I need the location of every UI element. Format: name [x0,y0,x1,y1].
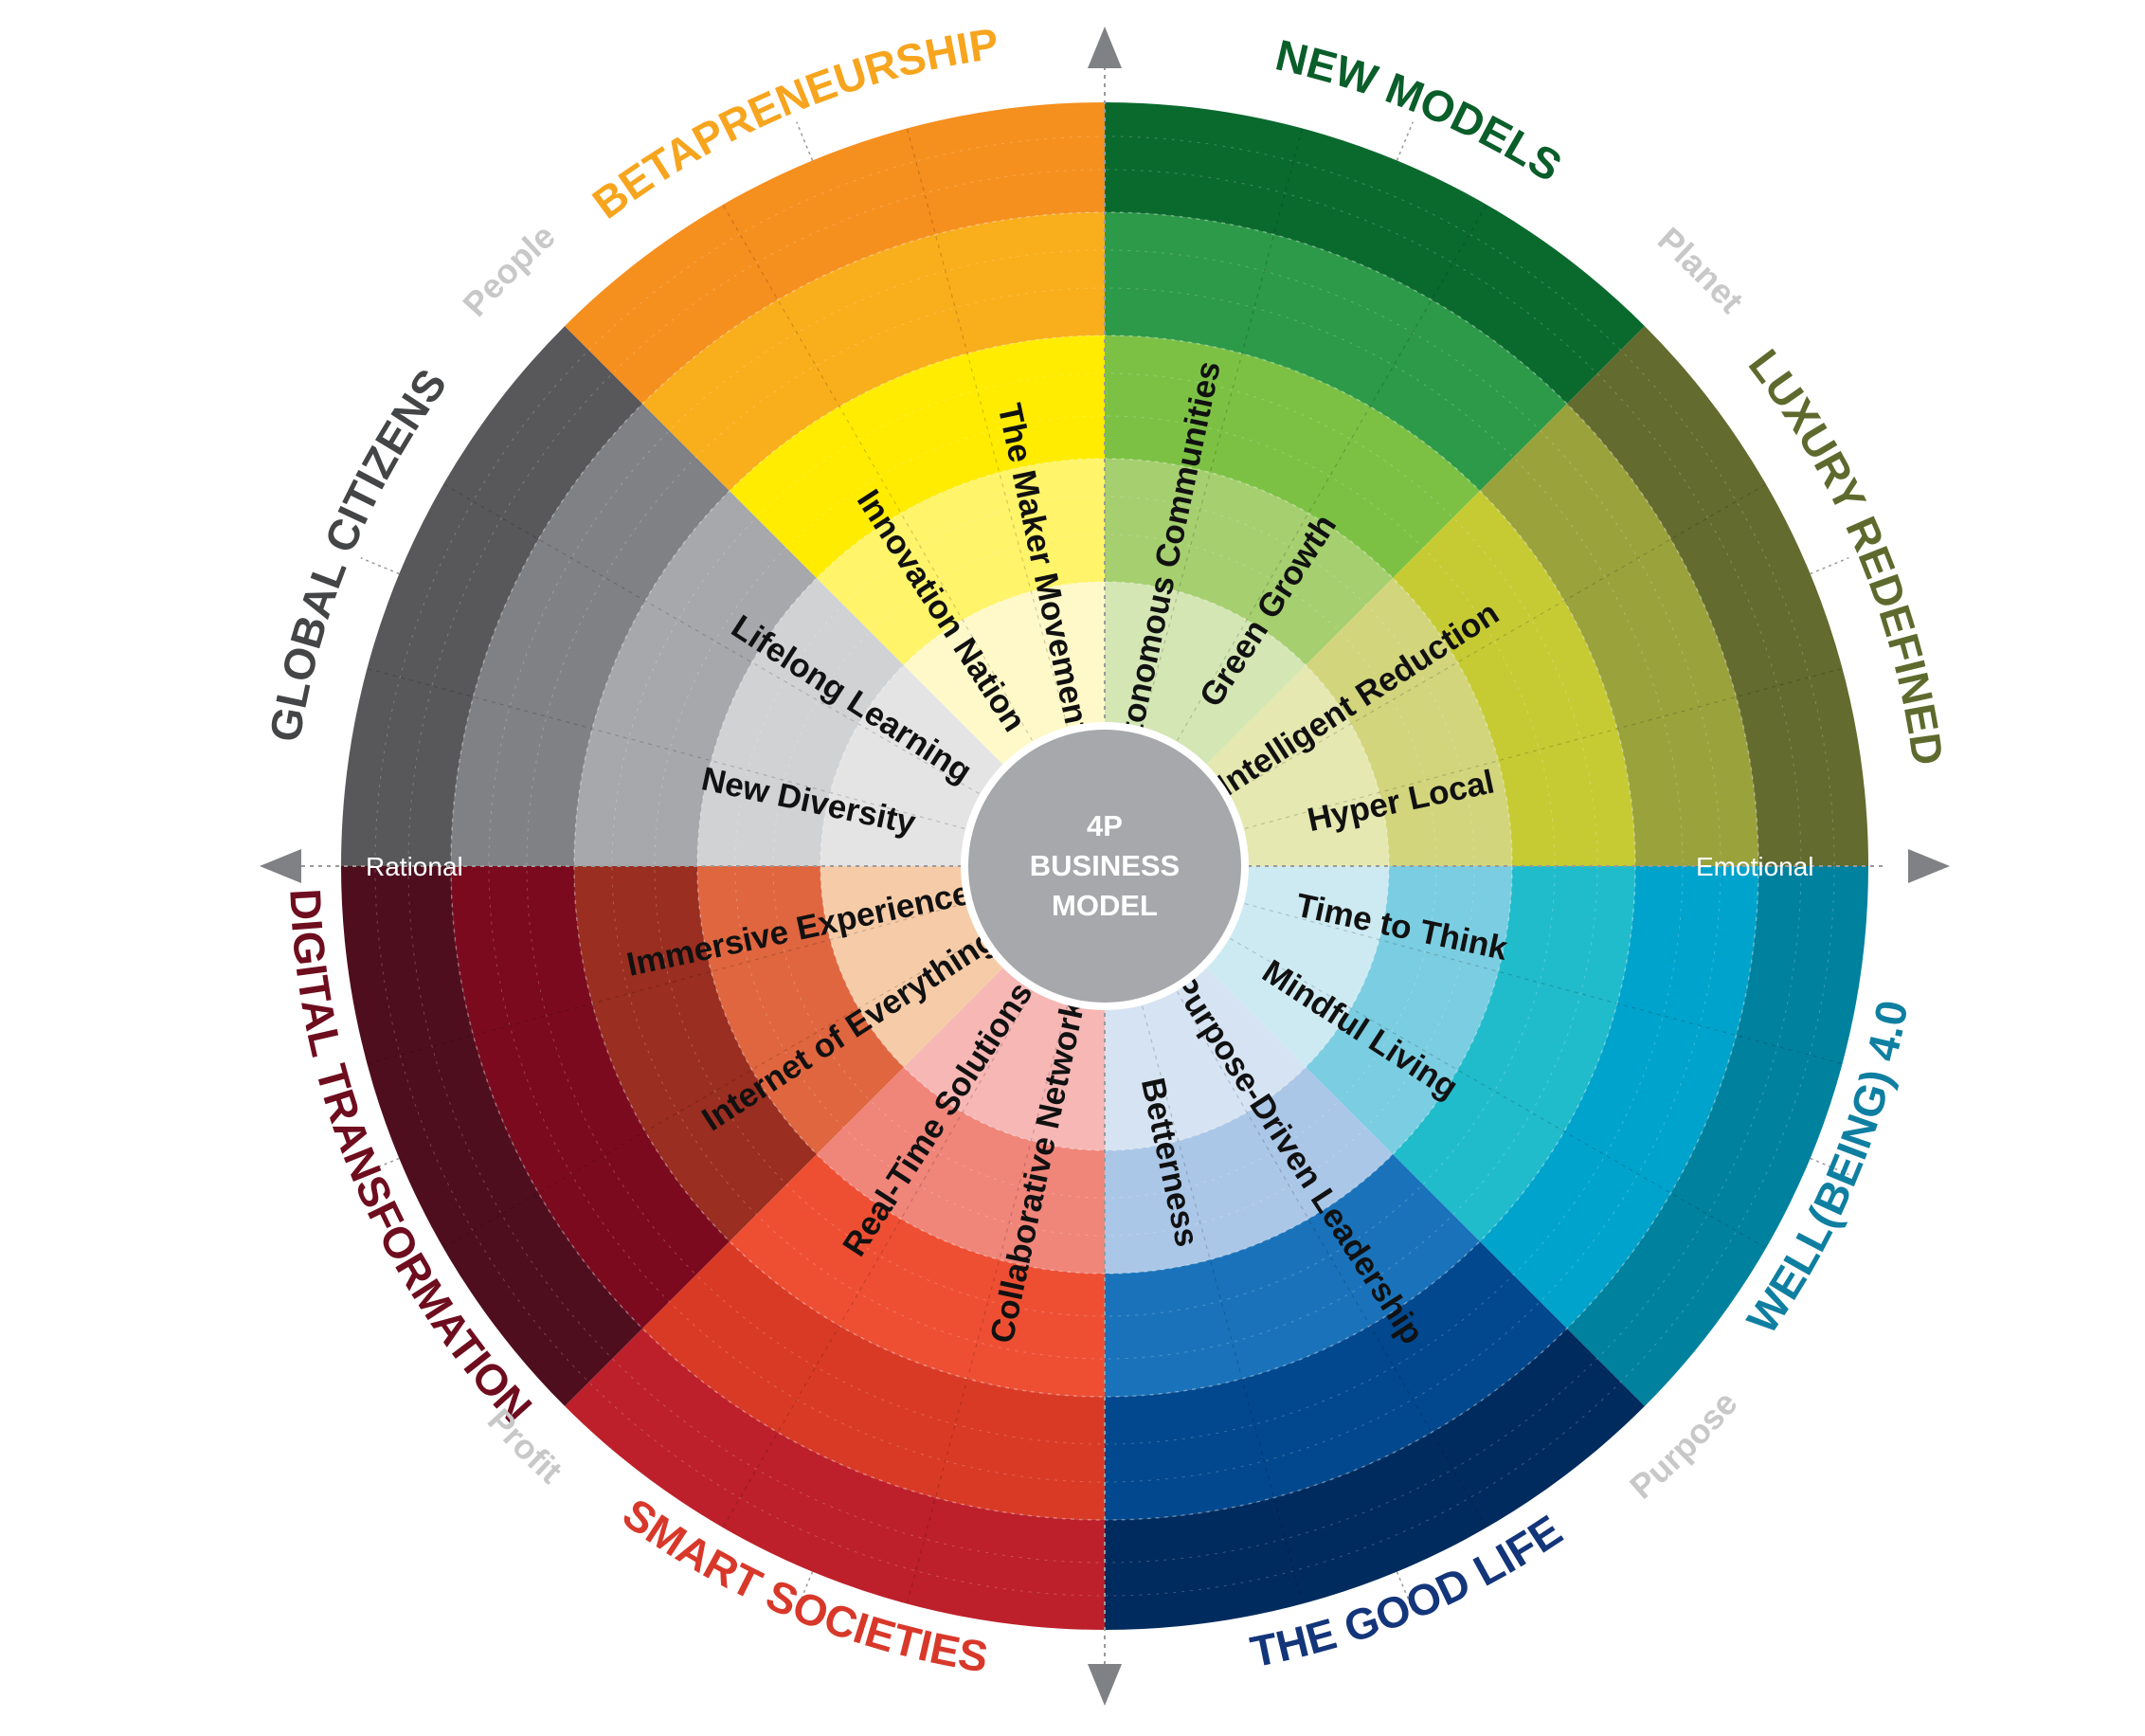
center-hub-disc [968,730,1241,1003]
arrow-right-icon [1908,849,1950,883]
sector-smart-societies-ring-1 [903,962,1105,1150]
sector-the-good-life-ring-3 [1105,1154,1480,1397]
sector-well-being-4-0-ring-5 [1566,866,1868,1406]
center-label-line-2: BUSINESS [1030,849,1180,882]
tick-mark [1810,1157,1849,1175]
sector-global-citizens-ring-5 [341,326,643,866]
axis-label-rational: Rational [366,852,463,881]
tick-mark [1396,121,1414,161]
sector-well-being-4-0-ring-2 [1306,866,1512,1155]
sector-new-models [1105,102,1645,770]
axis-arrows [260,27,1950,1706]
grid-spoke [1172,204,1487,749]
sector-new-models-ring-1 [1105,582,1307,770]
tick-mark [796,121,814,161]
sector-luxury-redefined-ring-1 [1200,664,1389,866]
sector-global-citizens-ring-3 [574,491,817,866]
sector-the-good-life [1105,962,1645,1630]
sector-digital-transformation-ring-4 [451,866,730,1329]
sector-global-citizens [341,326,1009,866]
grid-spoke [1222,933,1767,1249]
grid-spoke [1172,984,1487,1528]
grid-spoke [722,984,1037,1528]
sector-layer [341,102,1868,1630]
sector-smart-societies-ring-5 [565,1328,1105,1630]
sector-luxury-redefined-ring-3 [1393,491,1635,866]
axis-label-emotional: Emotional [1696,852,1814,881]
sector-the-good-life-ring-5 [1105,1328,1645,1630]
center-hub: 4P BUSINESS MODEL [961,722,1249,1010]
sector-digital-transformation [341,866,1009,1406]
center-label-line-1: 4P [1087,809,1123,842]
sector-new-models-ring-2 [1105,459,1394,665]
sector-global-citizens-ring-2 [697,577,904,866]
tick-mark [1396,1571,1414,1611]
sector-well-being-4-0-ring-4 [1479,866,1758,1329]
sector-luxury-redefined-ring-5 [1566,326,1868,866]
arrow-up-icon [1088,27,1122,68]
quadrant-label-top-right: Planet [1650,220,1751,320]
sector-new-models-ring-5 [1105,102,1645,405]
tick-mark [1810,557,1849,575]
sector-betapreneurship [565,102,1105,770]
grid-spoke [1222,483,1767,799]
grid-spoke [906,128,1071,735]
axis-labels: Rational Emotional [366,852,1814,881]
tick-mark [796,1571,814,1611]
grid-spoke [906,997,1071,1604]
grid-spoke [442,933,987,1249]
arrow-down-icon [1088,1664,1122,1706]
grid-spoke [367,900,974,1065]
sector-digital-transformation-ring-5 [341,866,643,1406]
sector-well-being-4-0-ring-3 [1393,866,1636,1241]
arrow-left-icon [260,849,301,883]
sector-new-models-ring-4 [1105,212,1567,492]
sector-smart-societies-ring-4 [642,1240,1105,1520]
sector-the-good-life-ring-2 [1105,1067,1394,1275]
tick-mark [360,557,400,575]
sector-digital-transformation-ring-1 [820,866,1009,1068]
sector-global-citizens-ring-4 [451,404,730,866]
grid-spoke [722,204,1037,749]
sector-the-good-life-ring-4 [1105,1240,1567,1520]
center-label-line-3: MODEL [1052,889,1158,922]
sector-luxury-redefined-ring-4 [1479,404,1758,866]
grid-spoke [1139,128,1304,735]
grid-spoke [1235,900,1843,1065]
sector-betapreneurship-ring-4 [642,212,1105,492]
grid-spoke [442,483,987,799]
grid-spoke [1235,667,1843,832]
sector-digital-transformation-ring-3 [574,866,817,1241]
sector-the-good-life-ring-1 [1105,962,1307,1150]
sector-luxury-redefined-ring-2 [1306,577,1512,866]
sector-new-models-ring-3 [1105,335,1480,578]
sector-smart-societies [565,962,1105,1630]
grid-spoke [367,667,974,832]
quadrant-label-top-left: People [455,216,562,323]
tick-mark [360,1157,400,1175]
sector-luxury-redefined [1200,326,1868,866]
sector-global-citizens-ring-1 [820,664,1009,866]
sector-smart-societies-ring-2 [816,1067,1105,1274]
sector-well-being-4-0-ring-1 [1200,866,1389,1068]
grid-spoke [1139,997,1304,1604]
sector-well-being-4-0 [1200,866,1868,1406]
sector-smart-societies-ring-3 [730,1154,1105,1397]
sector-betapreneurship-ring-2 [816,459,1105,665]
sector-digital-transformation-ring-2 [697,866,904,1155]
sector-betapreneurship-ring-5 [565,102,1105,405]
sector-betapreneurship-ring-3 [730,335,1105,578]
sector-betapreneurship-ring-1 [903,582,1105,770]
